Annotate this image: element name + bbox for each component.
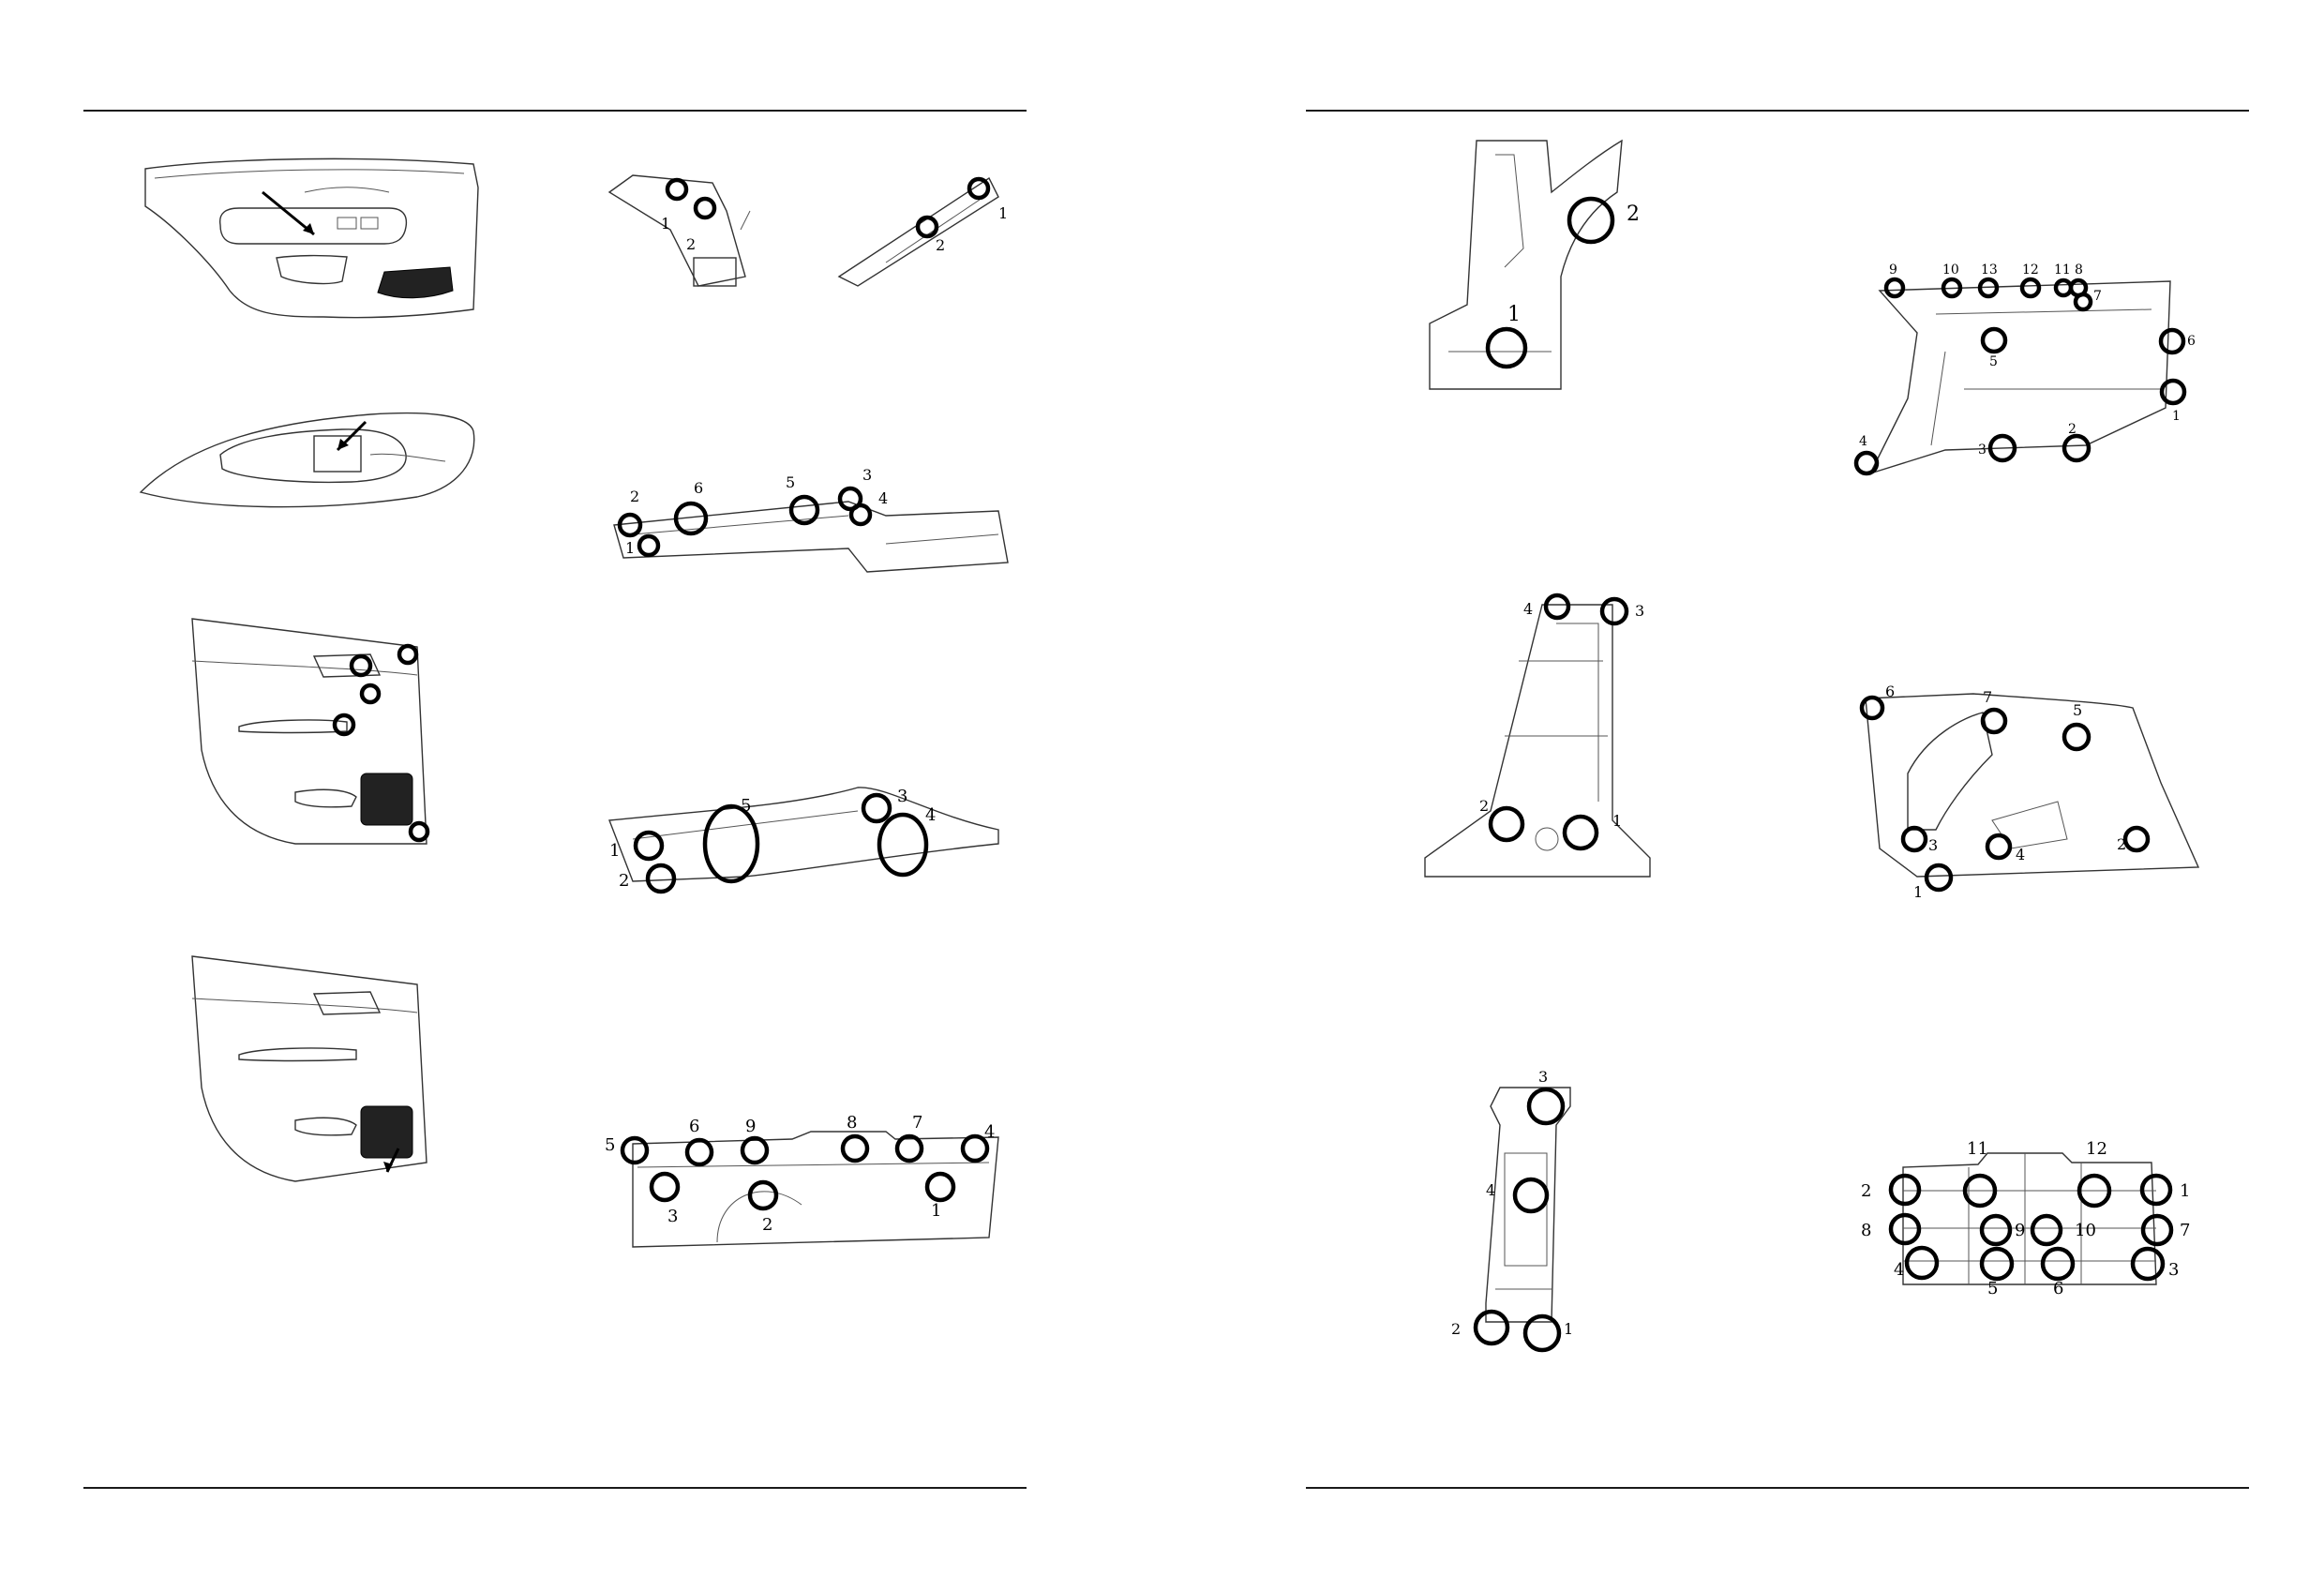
- callout-label: 1: [1913, 883, 1923, 901]
- callout-label: 6: [1885, 683, 1895, 700]
- callout-label: 4: [2016, 846, 2025, 863]
- callout-label: 1: [1612, 812, 1622, 830]
- callout-label: 6: [2053, 1279, 2063, 1298]
- callout-label: 3: [1978, 443, 1987, 458]
- callout-label: 6: [2187, 334, 2196, 349]
- callout-label: 6: [689, 1117, 699, 1136]
- callout-label: 9: [1889, 263, 1897, 278]
- callout-label: 1: [625, 539, 635, 557]
- callout-label: 8: [2075, 263, 2083, 278]
- callout-label: 4: [984, 1122, 995, 1142]
- callout-label: 1: [2180, 1181, 2190, 1201]
- callout-label: 6: [694, 479, 703, 497]
- sill-trim-front-figure: 2 6 5 3 4 1: [605, 459, 1017, 586]
- callout-label: 3: [667, 1207, 678, 1226]
- c-pillar-trim-figure: 3 4 2 1: [1448, 1069, 1608, 1359]
- callout-label: 3: [1635, 602, 1644, 620]
- callout-label: 2: [936, 236, 945, 254]
- callout-label: 10: [1942, 263, 1959, 278]
- callout-label: 2: [619, 871, 629, 891]
- callout-label: 1: [1564, 1320, 1573, 1338]
- callout-label: 4: [1523, 600, 1533, 618]
- callout-label: 1: [661, 215, 670, 233]
- callout-label: 5: [786, 473, 795, 491]
- callout-label: 7: [2180, 1221, 2190, 1240]
- callout-label: 9: [2015, 1221, 2025, 1240]
- callout-label: 2: [686, 235, 696, 253]
- callout-label: 1: [1507, 303, 1521, 326]
- callout-label: 2: [1627, 203, 1640, 226]
- callout-label: 4: [878, 489, 888, 507]
- callout-label: 11: [2054, 263, 2071, 278]
- callout-label: 7: [912, 1113, 922, 1133]
- callout-label: 2: [630, 488, 639, 505]
- armrest-trim-figure: [136, 403, 492, 516]
- a-pillar-trim-figure: 1 2 2 1: [605, 155, 1017, 295]
- callout-label: 5: [605, 1135, 615, 1155]
- quarter-trim-upper-figure: 9 10 13 12 11 8 7 6 5 1 2 3 4: [1852, 258, 2217, 488]
- callout-label: 11: [1967, 1139, 1988, 1159]
- callout-label: 9: [745, 1117, 756, 1136]
- callout-label: 3: [1928, 836, 1938, 854]
- callout-label: 7: [2093, 289, 2102, 304]
- callout-label: 3: [862, 466, 872, 484]
- callout-label: 2: [2117, 835, 2126, 853]
- callout-label: 4: [1894, 1260, 1904, 1280]
- door-panel-rear-figure: [183, 947, 445, 1191]
- callout-label: 2: [1451, 1320, 1461, 1338]
- sill-trim-rear-figure: 5 3 4 1 2: [605, 769, 1017, 909]
- callout-label: 1: [931, 1201, 941, 1221]
- callout-label: 13: [1981, 263, 1998, 278]
- callout-label: 8: [847, 1113, 857, 1133]
- callout-label: 3: [2168, 1260, 2179, 1280]
- callout-label: 5: [1989, 354, 1998, 369]
- callout-label: 2: [1861, 1181, 1871, 1201]
- callout-label: 1: [998, 204, 1008, 222]
- b-pillar-upper-figure: 2 1: [1411, 136, 1673, 403]
- right-top-rule: [1306, 110, 2249, 112]
- callout-label: 4: [1859, 434, 1867, 449]
- door-front-panel-figure: [136, 150, 492, 328]
- right-bottom-rule: [1306, 1487, 2249, 1489]
- callout-label: 4: [925, 805, 936, 825]
- callout-label: 10: [2075, 1221, 2096, 1240]
- b-pillar-trim-figure: 4 3 2 1: [1416, 586, 1669, 895]
- callout-label: 1: [2172, 409, 2181, 424]
- left-bottom-rule: [83, 1487, 1027, 1489]
- callout-label: 12: [2086, 1139, 2107, 1159]
- callout-label: 7: [1983, 688, 1992, 706]
- callout-label: 3: [1538, 1069, 1548, 1086]
- quarter-trim-lower-figure: 6 7 5 3 4 2 1: [1852, 680, 2208, 905]
- callout-label: 5: [2073, 701, 2082, 719]
- rear-shelf-trim-figure: 5 6 9 8 7 4 3 2 1: [605, 1111, 1017, 1261]
- callout-label: 8: [1861, 1221, 1871, 1240]
- callout-label: 2: [2068, 422, 2077, 437]
- left-top-rule: [83, 110, 1027, 112]
- door-panel-fasteners-figure: [183, 609, 445, 853]
- callout-label: 2: [1479, 797, 1489, 815]
- tailgate-trim-figure: 11 12 2 1 8 9 10 7 4 3 5 6: [1847, 1134, 2203, 1298]
- callout-label: 12: [2022, 263, 2039, 278]
- callout-label: 5: [1987, 1279, 1998, 1298]
- callout-label: 4: [1486, 1181, 1495, 1199]
- callout-label: 5: [741, 796, 751, 816]
- callout-label: 1: [609, 841, 620, 861]
- callout-label: 2: [762, 1215, 772, 1235]
- callout-label: 3: [897, 787, 907, 806]
